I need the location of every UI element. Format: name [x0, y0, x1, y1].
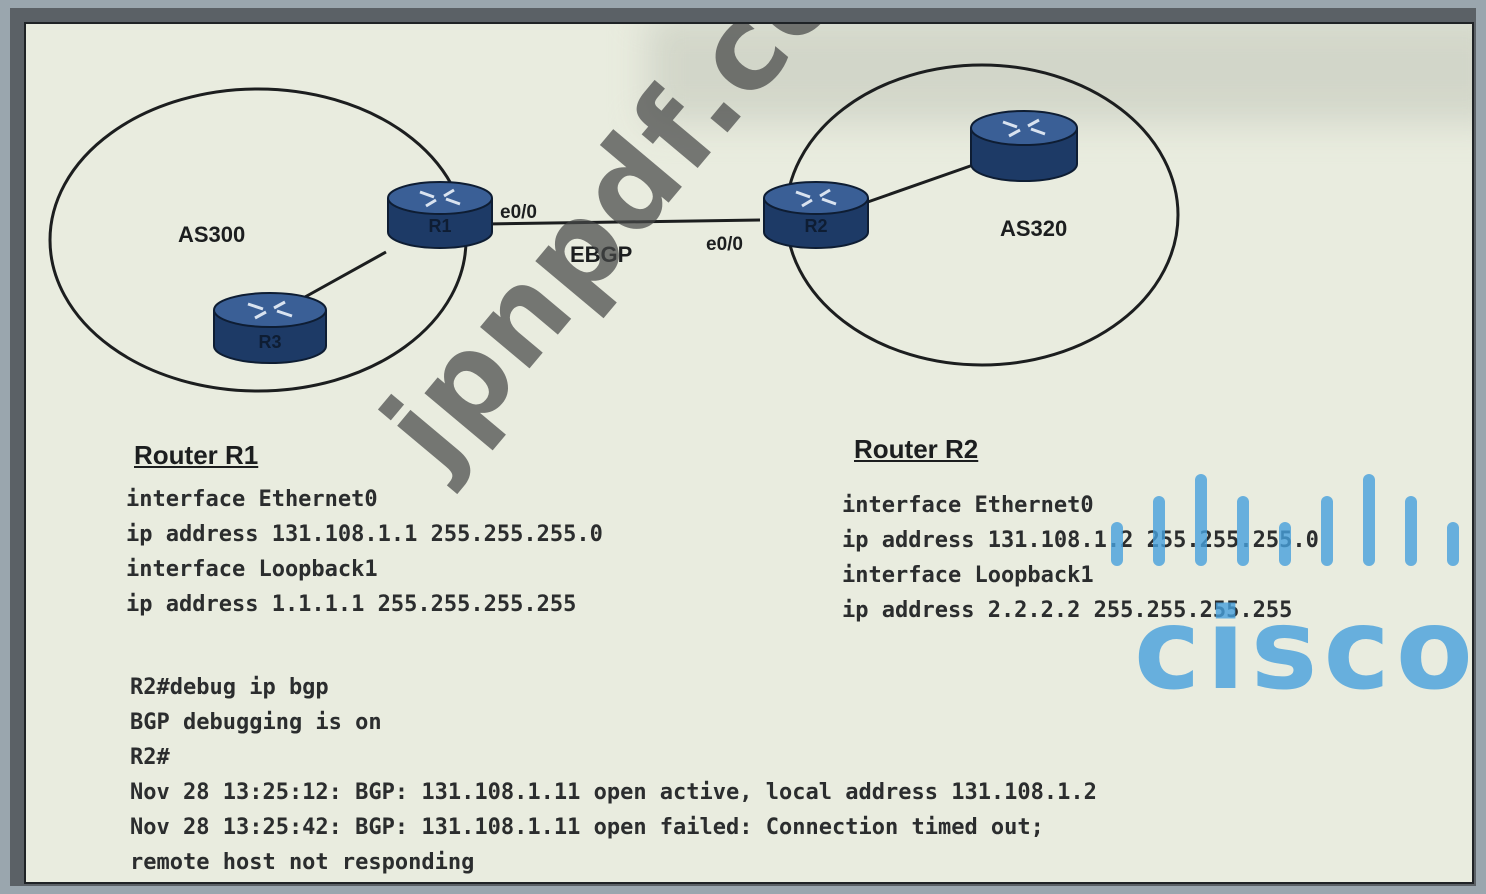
router-r1-heading: Router R1 — [134, 440, 259, 470]
cisco-logo-text: cisco — [1134, 585, 1474, 715]
router-r2-icon: R2 — [763, 181, 869, 249]
as320-label: AS320 — [1000, 216, 1067, 241]
router-r3-icon: R3 — [213, 292, 327, 364]
debug-line: Nov 28 13:25:42: BGP: 131.108.1.11 open … — [130, 815, 1044, 840]
r1-config-line: ip address 131.108.1.1 255.255.255.0 — [126, 522, 603, 547]
screenshot-frame: R1 R3 R2 AS300 — [10, 8, 1476, 886]
network-topology-diagram: R1 R3 R2 AS300 — [48, 63, 1180, 393]
router-r2-heading: Router R2 — [854, 434, 979, 464]
r1-config-line: interface Ethernet0 — [126, 487, 378, 512]
r2-config-line: ip address 2.2.2.2 255.255.255.255 — [842, 598, 1293, 623]
cisco-logo-bars-icon — [1111, 474, 1459, 566]
link-r2-r4 — [861, 162, 977, 206]
debug-line: BGP debugging is on — [130, 710, 382, 735]
router-r1-config: interface Ethernet0 ip address 131.108.1.… — [126, 482, 603, 622]
router-r3-label: R3 — [258, 332, 281, 352]
r1-config-line: ip address 1.1.1.1 255.255.255.255 — [126, 592, 577, 617]
exhibit-paper: R1 R3 R2 AS300 — [24, 22, 1474, 884]
router-as320-icon — [970, 110, 1078, 182]
r2-config-line: interface Ethernet0 — [842, 493, 1094, 518]
r1-config-line: interface Loopback1 — [126, 557, 378, 582]
router-r2-label: R2 — [804, 216, 827, 236]
router-r1-icon: R1 — [387, 181, 493, 249]
r1-interface-label: e0/0 — [500, 202, 537, 223]
r2-config-line: interface Loopback1 — [842, 563, 1094, 588]
as300-label: AS300 — [178, 222, 245, 247]
link-r1-r2-ebgp — [485, 218, 761, 226]
ebgp-label: EBGP — [570, 242, 632, 267]
debug-line: R2#debug ip bgp — [130, 675, 329, 700]
debug-line: remote host not responding — [130, 850, 475, 875]
router-r1-label: R1 — [428, 216, 451, 236]
r2-interface-label: e0/0 — [706, 234, 743, 255]
link-r1-r3 — [295, 250, 387, 304]
debug-line: R2# — [130, 745, 170, 770]
debug-line: Nov 28 13:25:12: BGP: 131.108.1.11 open … — [130, 780, 1097, 805]
